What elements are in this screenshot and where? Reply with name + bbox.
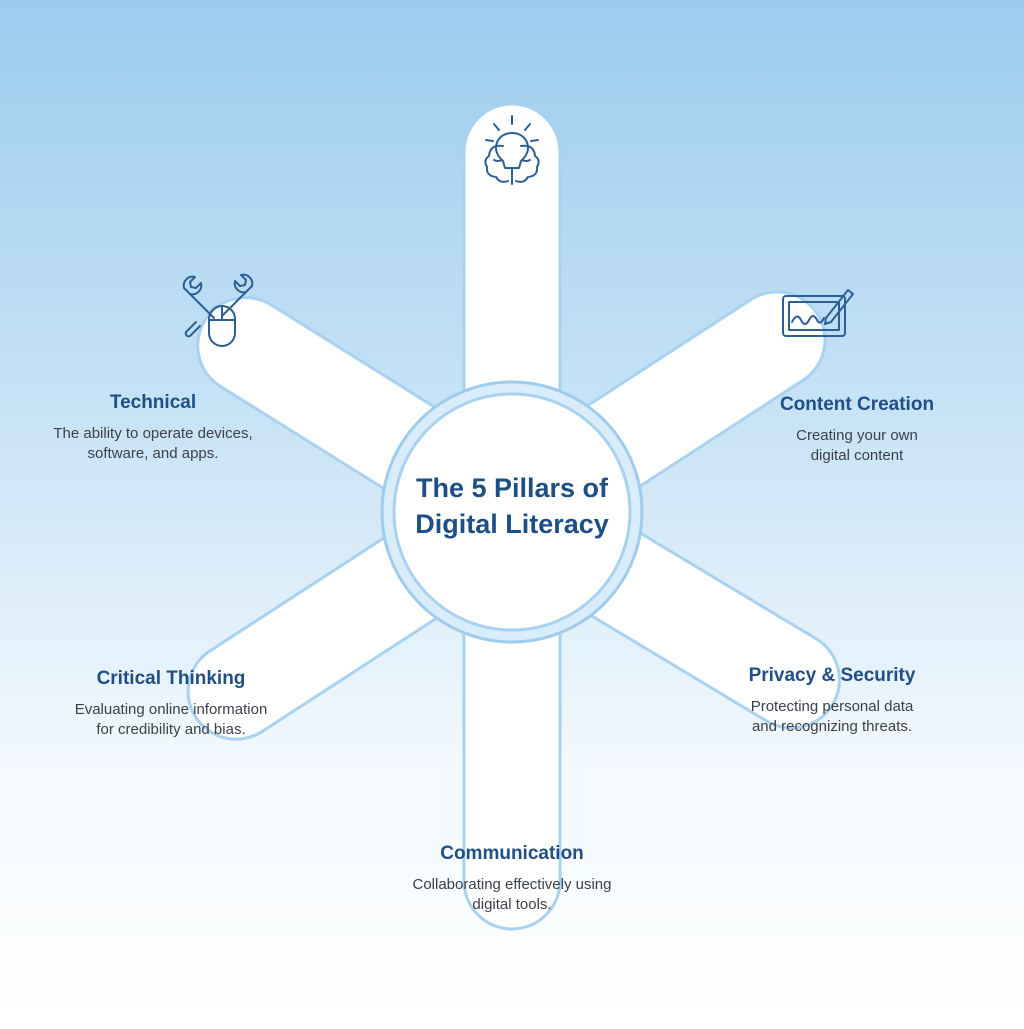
pillar-desc-line2: for credibility and bias. — [96, 721, 246, 738]
pillar-title: Content Creation — [779, 394, 935, 415]
pillar-desc-line2: digital content — [810, 447, 904, 464]
pillar-desc-line2: software, and apps. — [87, 445, 219, 462]
center-title: The 5 Pillars of Digital Literacy — [384, 470, 640, 542]
tablet-pen-icon — [782, 289, 854, 337]
tools-mouse-icon — [182, 273, 254, 347]
center-title-line2: Digital Literacy — [415, 509, 609, 539]
pillar-desc-line1: Evaluating online information — [74, 701, 268, 718]
pillar-technical: Technical The ability to operate devices… — [28, 392, 278, 464]
pillar-title: Privacy & Security — [748, 665, 916, 686]
center-circle — [392, 392, 632, 632]
pillar-privacy-security: Privacy & Security Protecting personal d… — [718, 665, 946, 737]
pillar-desc-line2: digital tools. — [472, 896, 552, 913]
pillar-desc-line1: Collaborating effectively using — [412, 876, 612, 893]
pillar-title: Technical — [109, 392, 197, 413]
pillar-title: Communication — [440, 843, 584, 864]
pillar-content-creation: Content Creation Creating your own digit… — [746, 394, 968, 466]
pillar-desc-line1: The ability to operate devices, — [53, 425, 253, 442]
pillar-communication: Communication Collaborating effectively … — [386, 843, 638, 915]
pillar-critical-thinking: Critical Thinking Evaluating online info… — [48, 668, 294, 740]
pillar-desc-line1: Creating your own — [796, 427, 918, 444]
pillar-title: Critical Thinking — [96, 668, 246, 689]
pillar-desc-line1: Protecting personal data — [750, 698, 914, 715]
pillar-desc-line2: and recognizing threats. — [751, 718, 913, 735]
lightbulb-brain-icon — [484, 115, 540, 185]
center-title-line1: The 5 Pillars of — [415, 473, 609, 503]
